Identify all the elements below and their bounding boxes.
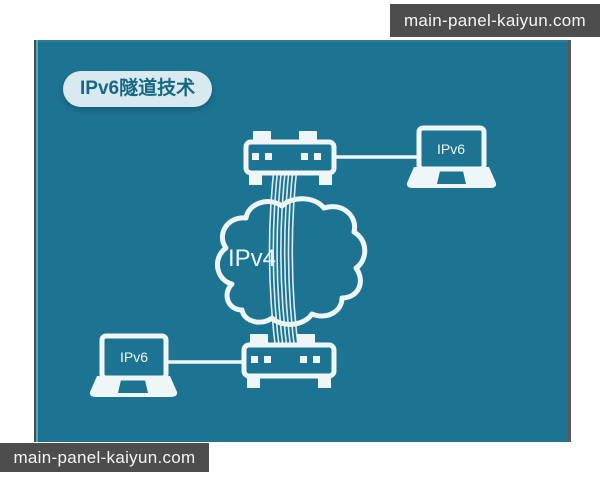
router-top-led-1 [252, 153, 259, 160]
cloud-ipv4: IPv4 [215, 196, 368, 327]
title-badge: IPv6隧道技术 [63, 71, 213, 107]
router-bottom-led-2 [264, 356, 271, 363]
watermark-top: main-panel-kaiyun.com [390, 4, 600, 37]
cloud-outline [215, 196, 368, 327]
tunnel-line [276, 159, 286, 361]
watermark-bottom-label: main-panel-kaiyun.com [13, 447, 196, 467]
tunnel-line [291, 159, 301, 361]
laptop-top-right-notch [437, 171, 466, 184]
cloud-label: IPv4 [228, 245, 276, 272]
laptop-bottom-left: IPv6 [89, 333, 178, 397]
router-top-body [243, 139, 337, 176]
laptop-bottom-left-screen [99, 333, 169, 381]
tunnel-line [283, 159, 293, 361]
tunnel-line [272, 159, 282, 361]
laptop-bottom-left-label: IPv6 [120, 349, 148, 365]
tunnel-line [268, 159, 278, 361]
laptop-bottom-left-notch [118, 380, 148, 393]
watermark-bottom: main-panel-kaiyun.com [0, 443, 209, 472]
laptop-top-right-screen [416, 125, 487, 172]
tunnel-line [287, 159, 297, 361]
router-top-led-3 [301, 153, 308, 160]
router-top [243, 131, 337, 185]
tunnel-lines [268, 159, 301, 361]
router-bottom [241, 334, 337, 388]
router-bottom-led-1 [251, 356, 258, 363]
watermark-top-label: main-panel-kaiyun.com [403, 10, 587, 30]
router-bottom-body [241, 342, 337, 379]
tunnel-line [280, 159, 290, 361]
router-top-led-2 [265, 153, 272, 160]
router-top-led-4 [314, 153, 321, 160]
title-badge-label: IPv6隧道技术 [80, 78, 196, 99]
laptop-top-right: IPv6 [406, 125, 497, 188]
router-bottom-led-4 [313, 356, 320, 363]
router-bottom-led-3 [300, 356, 307, 363]
laptop-top-right-label: IPv6 [437, 141, 465, 157]
